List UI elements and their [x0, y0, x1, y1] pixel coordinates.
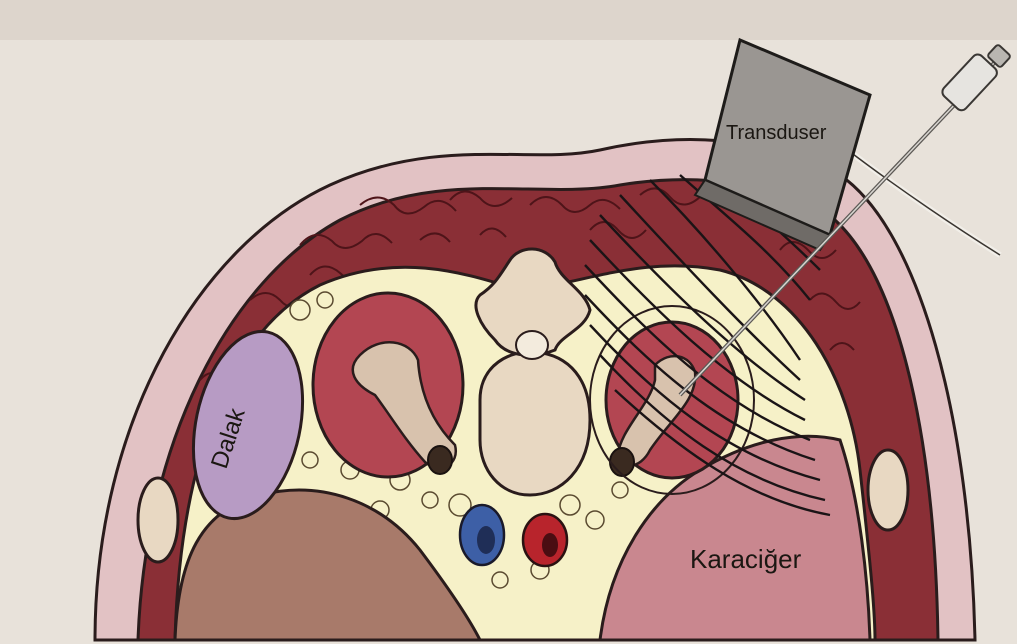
vertebral-body: [480, 352, 590, 495]
inferior-vena-cava-lumen: [477, 526, 495, 554]
liver-label: Karaciğer: [690, 544, 802, 574]
transducer-label: Transduser: [726, 122, 827, 144]
left-ureter: [428, 446, 452, 474]
right-rib: [868, 450, 908, 530]
spinal-canal: [516, 331, 548, 359]
aorta-lumen: [542, 533, 558, 557]
page-shadow: [0, 0, 1017, 40]
left-rib: [138, 478, 178, 562]
right-ureter: [610, 448, 634, 476]
